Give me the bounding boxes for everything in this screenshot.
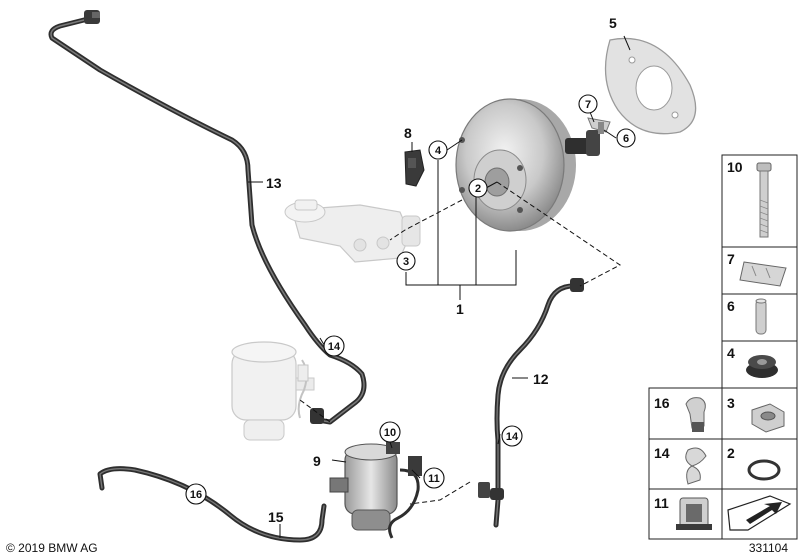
- callout-2-text: 2: [475, 183, 481, 195]
- callout-15: 15: [268, 509, 284, 525]
- callout-4-text: 4: [435, 145, 442, 157]
- callout-6-text: 6: [623, 133, 629, 145]
- callout-13: 13: [266, 175, 282, 191]
- callout-7: 7: [578, 94, 598, 114]
- copyright-text: © 2019 BMW AG: [6, 541, 98, 555]
- o-ring-icon: [747, 459, 781, 481]
- vacuum-hose-12: [478, 278, 584, 528]
- table-label-3: 3: [727, 395, 735, 411]
- callout-14-lower: 14: [501, 425, 523, 447]
- dashed-lines: [299, 181, 621, 505]
- grommet-icon: [746, 355, 778, 378]
- callout-3-text: 3: [403, 256, 409, 268]
- callout-4: 4: [428, 140, 448, 160]
- spring-clip-icon: [739, 261, 787, 287]
- hose-clip-16-icon: [685, 397, 706, 432]
- table-label-6: 6: [727, 298, 735, 314]
- ghost-master-cylinder: [284, 199, 421, 263]
- callout-12: 12: [533, 371, 549, 387]
- parts-table: 10 7 6 4 3 2 16 14 11: [648, 154, 798, 540]
- callout-14-upper: 14: [323, 335, 345, 357]
- gasket-5: [604, 37, 697, 135]
- callout-6: 6: [616, 128, 636, 148]
- callout-11: 11: [423, 467, 445, 489]
- table-label-16: 16: [654, 395, 670, 411]
- table-label-11: 11: [654, 495, 669, 511]
- arrow-plate-icon: [727, 495, 792, 531]
- brake-booster: [455, 98, 600, 232]
- callout-5: 5: [609, 15, 617, 31]
- clip-11-icon: [676, 497, 712, 530]
- callout-3: 3: [396, 251, 416, 271]
- callout-14-lower-text: 14: [506, 431, 519, 443]
- callout-10: 10: [379, 421, 401, 443]
- table-label-10: 10: [727, 159, 743, 175]
- table-label-7: 7: [727, 251, 735, 267]
- ghost-vacuum-pump: [231, 341, 315, 441]
- callout-11-text: 11: [428, 473, 440, 485]
- table-label-4: 4: [727, 345, 735, 361]
- table-label-2: 2: [727, 445, 735, 461]
- table-label-14: 14: [654, 445, 670, 461]
- leader-lines: [187, 35, 631, 538]
- hose-clip-14-icon: [685, 447, 707, 485]
- callout-8: 8: [404, 125, 412, 141]
- callout-9: 9: [313, 453, 321, 469]
- vacuum-hose-13: [48, 10, 367, 425]
- callout-16: 16: [185, 483, 207, 505]
- callout-2: 2: [468, 178, 488, 198]
- callout-16-text: 16: [190, 489, 202, 501]
- pin-icon: [755, 298, 767, 335]
- sensor-8: [404, 149, 425, 187]
- callout-7-text: 7: [585, 99, 591, 111]
- callout-1: 1: [456, 301, 464, 317]
- vacuum-hose-15: [97, 466, 327, 543]
- vacuum-pump-9: [329, 442, 422, 539]
- callout-10-text: 10: [384, 427, 396, 439]
- bolt-icon: [756, 162, 772, 238]
- image-number: 331104: [748, 541, 788, 555]
- nut-icon: [751, 403, 785, 433]
- callout-14-upper-text: 14: [328, 341, 341, 353]
